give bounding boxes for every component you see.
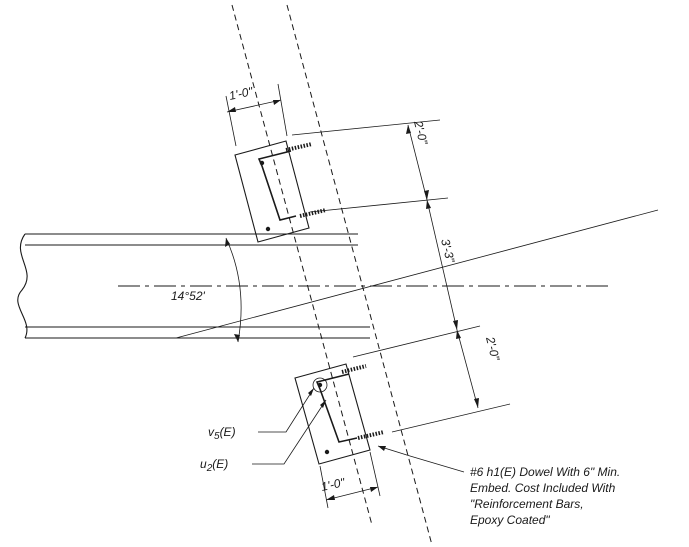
skew-line-right — [286, 4, 433, 546]
bottom-width-ext-left — [319, 465, 329, 509]
angle-arrow-bottom — [234, 334, 240, 342]
v5-leader — [258, 387, 315, 433]
middle-dim-arrow-bottom — [453, 320, 458, 330]
middle-dim-arrow-top — [426, 200, 431, 209]
upper-dim-arrow-top — [406, 125, 411, 134]
top-bar-dot-lower — [265, 226, 271, 232]
bottom-block-outline — [294, 363, 371, 465]
dowel-note-line1: #6 h1(E) Dowel With 6" Min. — [470, 465, 620, 479]
dowel-note-arrow — [378, 446, 386, 451]
ext-line-1 — [291, 119, 441, 136]
bottom-width-arrow-right — [370, 487, 378, 492]
lower-spacing-label: 2'-0" — [483, 334, 503, 362]
top-width-dimension: 1'-0" — [225, 83, 288, 147]
dowel-note: #6 h1(E) Dowel With 6" Min. Embed. Cost … — [377, 445, 620, 527]
angle-arrow-top — [225, 238, 230, 247]
v5-bar-circle — [312, 377, 328, 393]
dowel-note-leader — [377, 445, 465, 473]
v5-leader-arrow — [308, 388, 314, 396]
upper-dim-line — [407, 124, 428, 201]
ext-line-4 — [391, 403, 511, 433]
upper-dim-arrow-bottom — [424, 190, 429, 200]
beam — [17, 233, 610, 339]
dowel-note-line2: Embed. Cost Included With — [470, 481, 616, 495]
top-block-outline — [234, 140, 310, 243]
skew-line-left — [231, 4, 373, 526]
bottom-width-dimension: 1'-0" — [319, 451, 381, 509]
middle-dim-line — [426, 199, 458, 331]
u2-callout: u2(E) — [200, 399, 327, 474]
dowel-note-line4: Epoxy Coated" — [470, 513, 550, 527]
bottom-bar-dot-lower — [324, 449, 330, 455]
bottom-dowel-upper — [341, 364, 367, 374]
bottom-width-label: 1'-0" — [320, 475, 347, 494]
v5-callout: v5(E) — [208, 387, 315, 442]
top-width-dim-line — [226, 99, 282, 113]
bottom-width-dim-line — [325, 486, 379, 501]
spacing-dimensions: 2'-0" 3'-3" 2'-0" — [291, 118, 511, 433]
v5-label: v5(E) — [208, 425, 236, 442]
angle-arc — [225, 237, 242, 343]
top-block — [234, 140, 327, 243]
skew-angle-label: 14°52' — [171, 289, 205, 303]
bottom-width-arrow-left — [326, 495, 335, 500]
top-dowel-upper — [285, 142, 313, 152]
ext-line-3 — [352, 325, 481, 358]
top-width-arrow-right — [273, 100, 281, 105]
upper-spacing-label: 2'-0" — [411, 118, 431, 146]
dowel-note-line3: "Reinforcement Bars, — [470, 497, 584, 511]
bottom-block — [294, 363, 385, 465]
top-bar-dot-upper — [259, 160, 265, 166]
bottom-bar-dot-upper — [317, 382, 323, 388]
beam-break-line — [17, 233, 28, 339]
lower-dim-line — [456, 329, 479, 409]
bottom-dowel-lower — [357, 430, 385, 440]
top-width-ext-left — [225, 95, 237, 147]
top-width-label: 1'-0" — [228, 84, 255, 103]
skew-angle-ray — [175, 209, 659, 339]
top-width-ext-right — [277, 83, 288, 137]
top-block-stirrup — [257, 150, 297, 221]
lower-dim-arrow-bottom — [474, 398, 479, 408]
bottom-block-stirrup — [315, 373, 358, 443]
ext-line-2 — [309, 197, 449, 213]
u2-label: u2(E) — [200, 457, 228, 474]
middle-spacing-label: 3'-3" — [438, 237, 458, 264]
lower-dim-arrow-top — [456, 330, 461, 339]
top-width-arrow-left — [227, 107, 236, 112]
u2-leader — [252, 399, 327, 465]
u2-leader-arrow — [320, 400, 326, 408]
bottom-width-ext-right — [369, 451, 381, 497]
